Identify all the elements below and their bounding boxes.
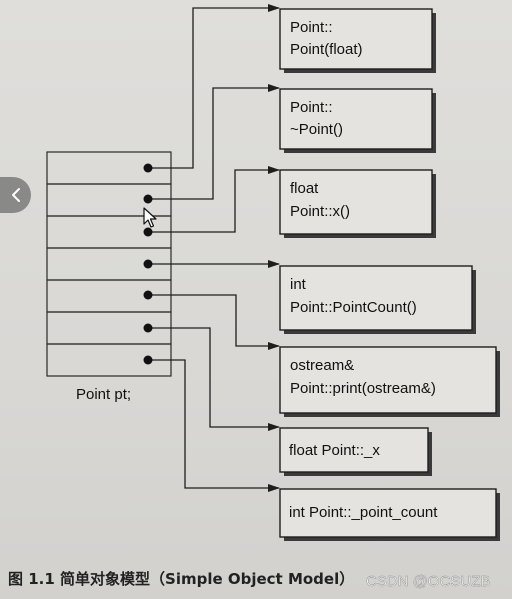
pointer-dot bbox=[143, 290, 153, 300]
box-_pc: int Point::_point_count bbox=[279, 488, 500, 541]
chevron-left-icon bbox=[11, 188, 20, 202]
connector-print bbox=[148, 294, 280, 350]
figure-caption: 图 1.1 简单对象模型（Simple Object Model） bbox=[8, 570, 354, 588]
box-text-line: float bbox=[290, 180, 319, 197]
connector-dtor bbox=[148, 84, 280, 200]
pointer-dot bbox=[143, 355, 153, 365]
box-count: int Point::PointCount() bbox=[279, 265, 476, 334]
watermark: CSDN @OCSUZB bbox=[366, 573, 490, 590]
mouse-pointer-icon bbox=[143, 207, 157, 228]
pointer-dot bbox=[143, 194, 153, 204]
box-text-line: Point::PointCount() bbox=[290, 299, 417, 316]
pointer-dot bbox=[143, 323, 153, 333]
pointer-dot bbox=[143, 163, 153, 173]
slot-connectors bbox=[148, 4, 280, 492]
box-x: float Point::x() bbox=[279, 169, 436, 238]
box-_x: float Point::_x bbox=[279, 427, 432, 476]
box-text-line: Point:: bbox=[290, 99, 333, 116]
box-print: ostream& Point::print(ostream&) bbox=[279, 346, 500, 417]
connector-_x bbox=[148, 327, 280, 431]
box-text-line: ~Point() bbox=[290, 121, 343, 138]
box-text-line: int bbox=[290, 276, 307, 293]
connector-x bbox=[148, 166, 280, 233]
box-dtor: Point:: ~Point() bbox=[279, 88, 436, 153]
nav-back-button[interactable] bbox=[0, 177, 31, 213]
slot-dots bbox=[143, 163, 153, 365]
box-text-line: Point::print(ostream&) bbox=[290, 380, 436, 397]
pointer-dot bbox=[143, 227, 153, 237]
object-slot bbox=[46, 279, 172, 313]
box-text-line: float Point::_x bbox=[289, 442, 380, 459]
box-text-line: ostream& bbox=[290, 357, 354, 374]
box-ctor: Point:: Point(float) bbox=[279, 8, 436, 73]
object-label: Point pt; bbox=[76, 386, 131, 403]
box-text-line: Point(float) bbox=[290, 41, 363, 58]
box-text-line: int Point::_point_count bbox=[289, 504, 438, 521]
connector-ctor bbox=[148, 4, 280, 169]
box-text-line: Point::x() bbox=[290, 203, 350, 220]
pointer-dot bbox=[143, 259, 153, 269]
connector-_pc bbox=[148, 359, 280, 492]
box-text-line: Point:: bbox=[290, 19, 333, 36]
